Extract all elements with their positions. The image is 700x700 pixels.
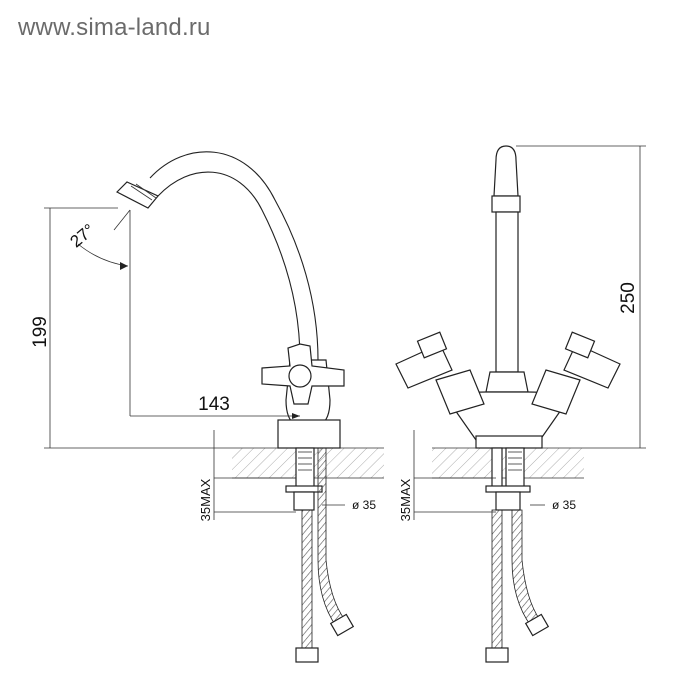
- nut-left: [293, 491, 315, 511]
- spout-inner: [157, 171, 301, 361]
- angle-label: 27°: [67, 220, 99, 251]
- faucet-base-side: [277, 419, 341, 449]
- washer-right: [485, 485, 531, 493]
- nut-right: [495, 491, 521, 511]
- threaded-rod-right: [505, 447, 525, 489]
- mount-max-left-label: 35MAX: [198, 478, 213, 521]
- aerator: [115, 181, 159, 209]
- reach-label: 143: [198, 394, 230, 415]
- hose-nut-left-1: [295, 647, 319, 663]
- height-total-label: 250: [618, 282, 639, 314]
- diameter-right-label: ø 35: [552, 498, 576, 512]
- hose-right-2: [511, 509, 541, 627]
- hose-right-1: [491, 509, 503, 651]
- height-spout-label: 199: [30, 316, 51, 348]
- spout-column-front: [495, 211, 519, 373]
- watermark-text: www.sima-land.ru: [18, 14, 211, 41]
- hose-left-1: [301, 509, 313, 651]
- side-view: 27° 199 143 35MAX ø 35: [30, 151, 384, 663]
- spout-outer: [149, 151, 319, 361]
- valve-left: [435, 369, 485, 415]
- aerator-front: [491, 195, 521, 213]
- hose-nut-right-1: [485, 647, 509, 663]
- hose-nut-right-2: [524, 613, 550, 637]
- front-view: 250 35MAX ø 35: [395, 145, 646, 663]
- threaded-rod-left: [295, 447, 315, 489]
- diameter-left-label: ø 35: [352, 498, 376, 512]
- washer-left: [285, 485, 323, 493]
- spout-top-front: [493, 145, 519, 197]
- hose-nut-left-2: [329, 613, 355, 637]
- valve-right: [531, 369, 581, 415]
- mount-max-right-label: 35MAX: [398, 478, 413, 521]
